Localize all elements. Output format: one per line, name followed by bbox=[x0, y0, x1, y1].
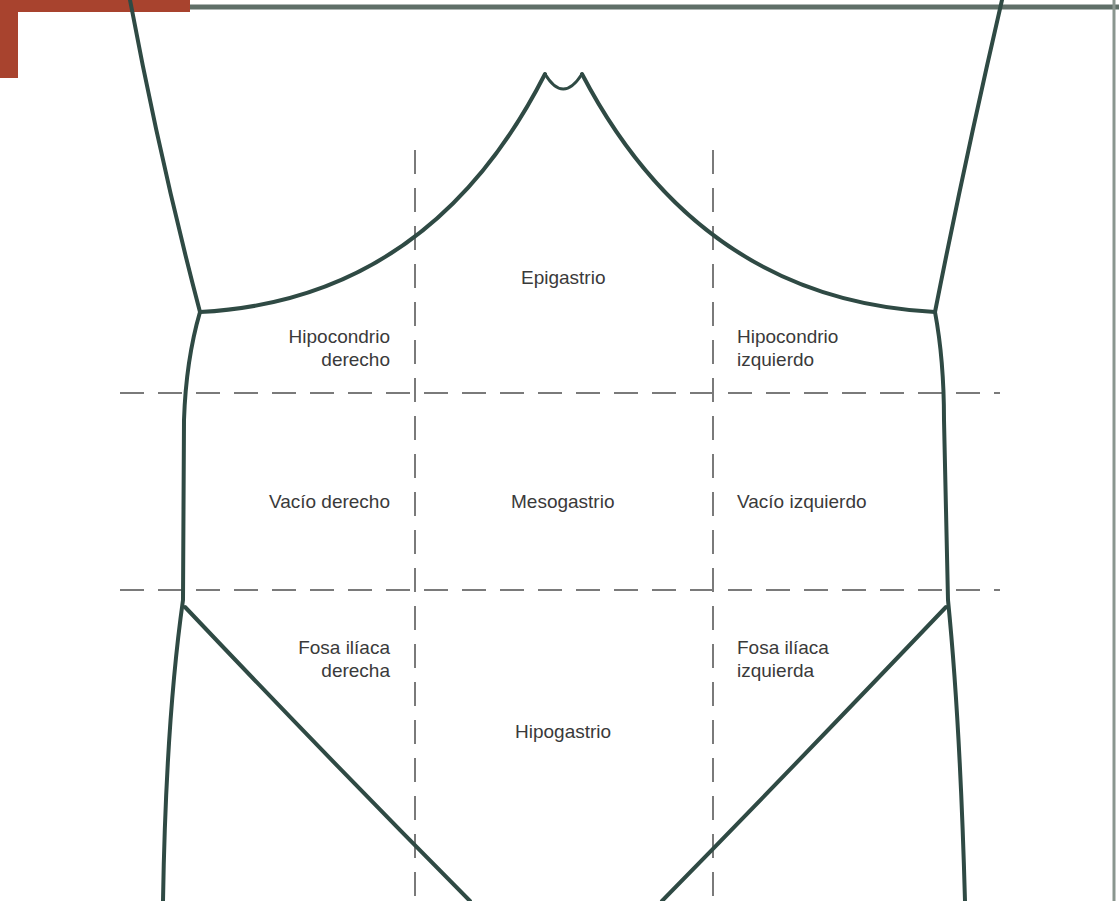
region-label: Vacío izquierdo bbox=[737, 490, 887, 513]
xiphoid-notch bbox=[545, 74, 582, 89]
region-label: Hipocondrio izquierdo bbox=[737, 325, 887, 371]
right-inguinal-line bbox=[662, 607, 946, 901]
region-label: Fosa ilíaca derecha bbox=[240, 636, 390, 682]
body-outline bbox=[130, 0, 1002, 901]
left-flank bbox=[130, 0, 200, 901]
region-label: Hipogastrio bbox=[515, 720, 611, 743]
right-flank bbox=[935, 0, 1002, 901]
left-inguinal-line bbox=[185, 607, 470, 901]
region-dividers bbox=[120, 150, 1000, 901]
dashed-line bbox=[120, 392, 1000, 394]
region-label: Fosa ilíaca izquierda bbox=[737, 636, 887, 682]
region-label: Mesogastrio bbox=[511, 490, 615, 513]
frame-right bbox=[1113, 0, 1116, 901]
left-costal-margin bbox=[200, 74, 545, 312]
region-label: Hipocondrio derecho bbox=[240, 325, 390, 371]
dashed-line bbox=[712, 150, 714, 901]
dashed-line bbox=[120, 589, 1000, 591]
right-costal-margin bbox=[582, 74, 935, 312]
region-label: Epigastrio bbox=[521, 266, 606, 289]
region-label: Vacío derecho bbox=[240, 490, 390, 513]
dashed-line bbox=[414, 150, 416, 901]
corner-mark bbox=[0, 0, 190, 12]
corner-mark bbox=[0, 0, 18, 78]
